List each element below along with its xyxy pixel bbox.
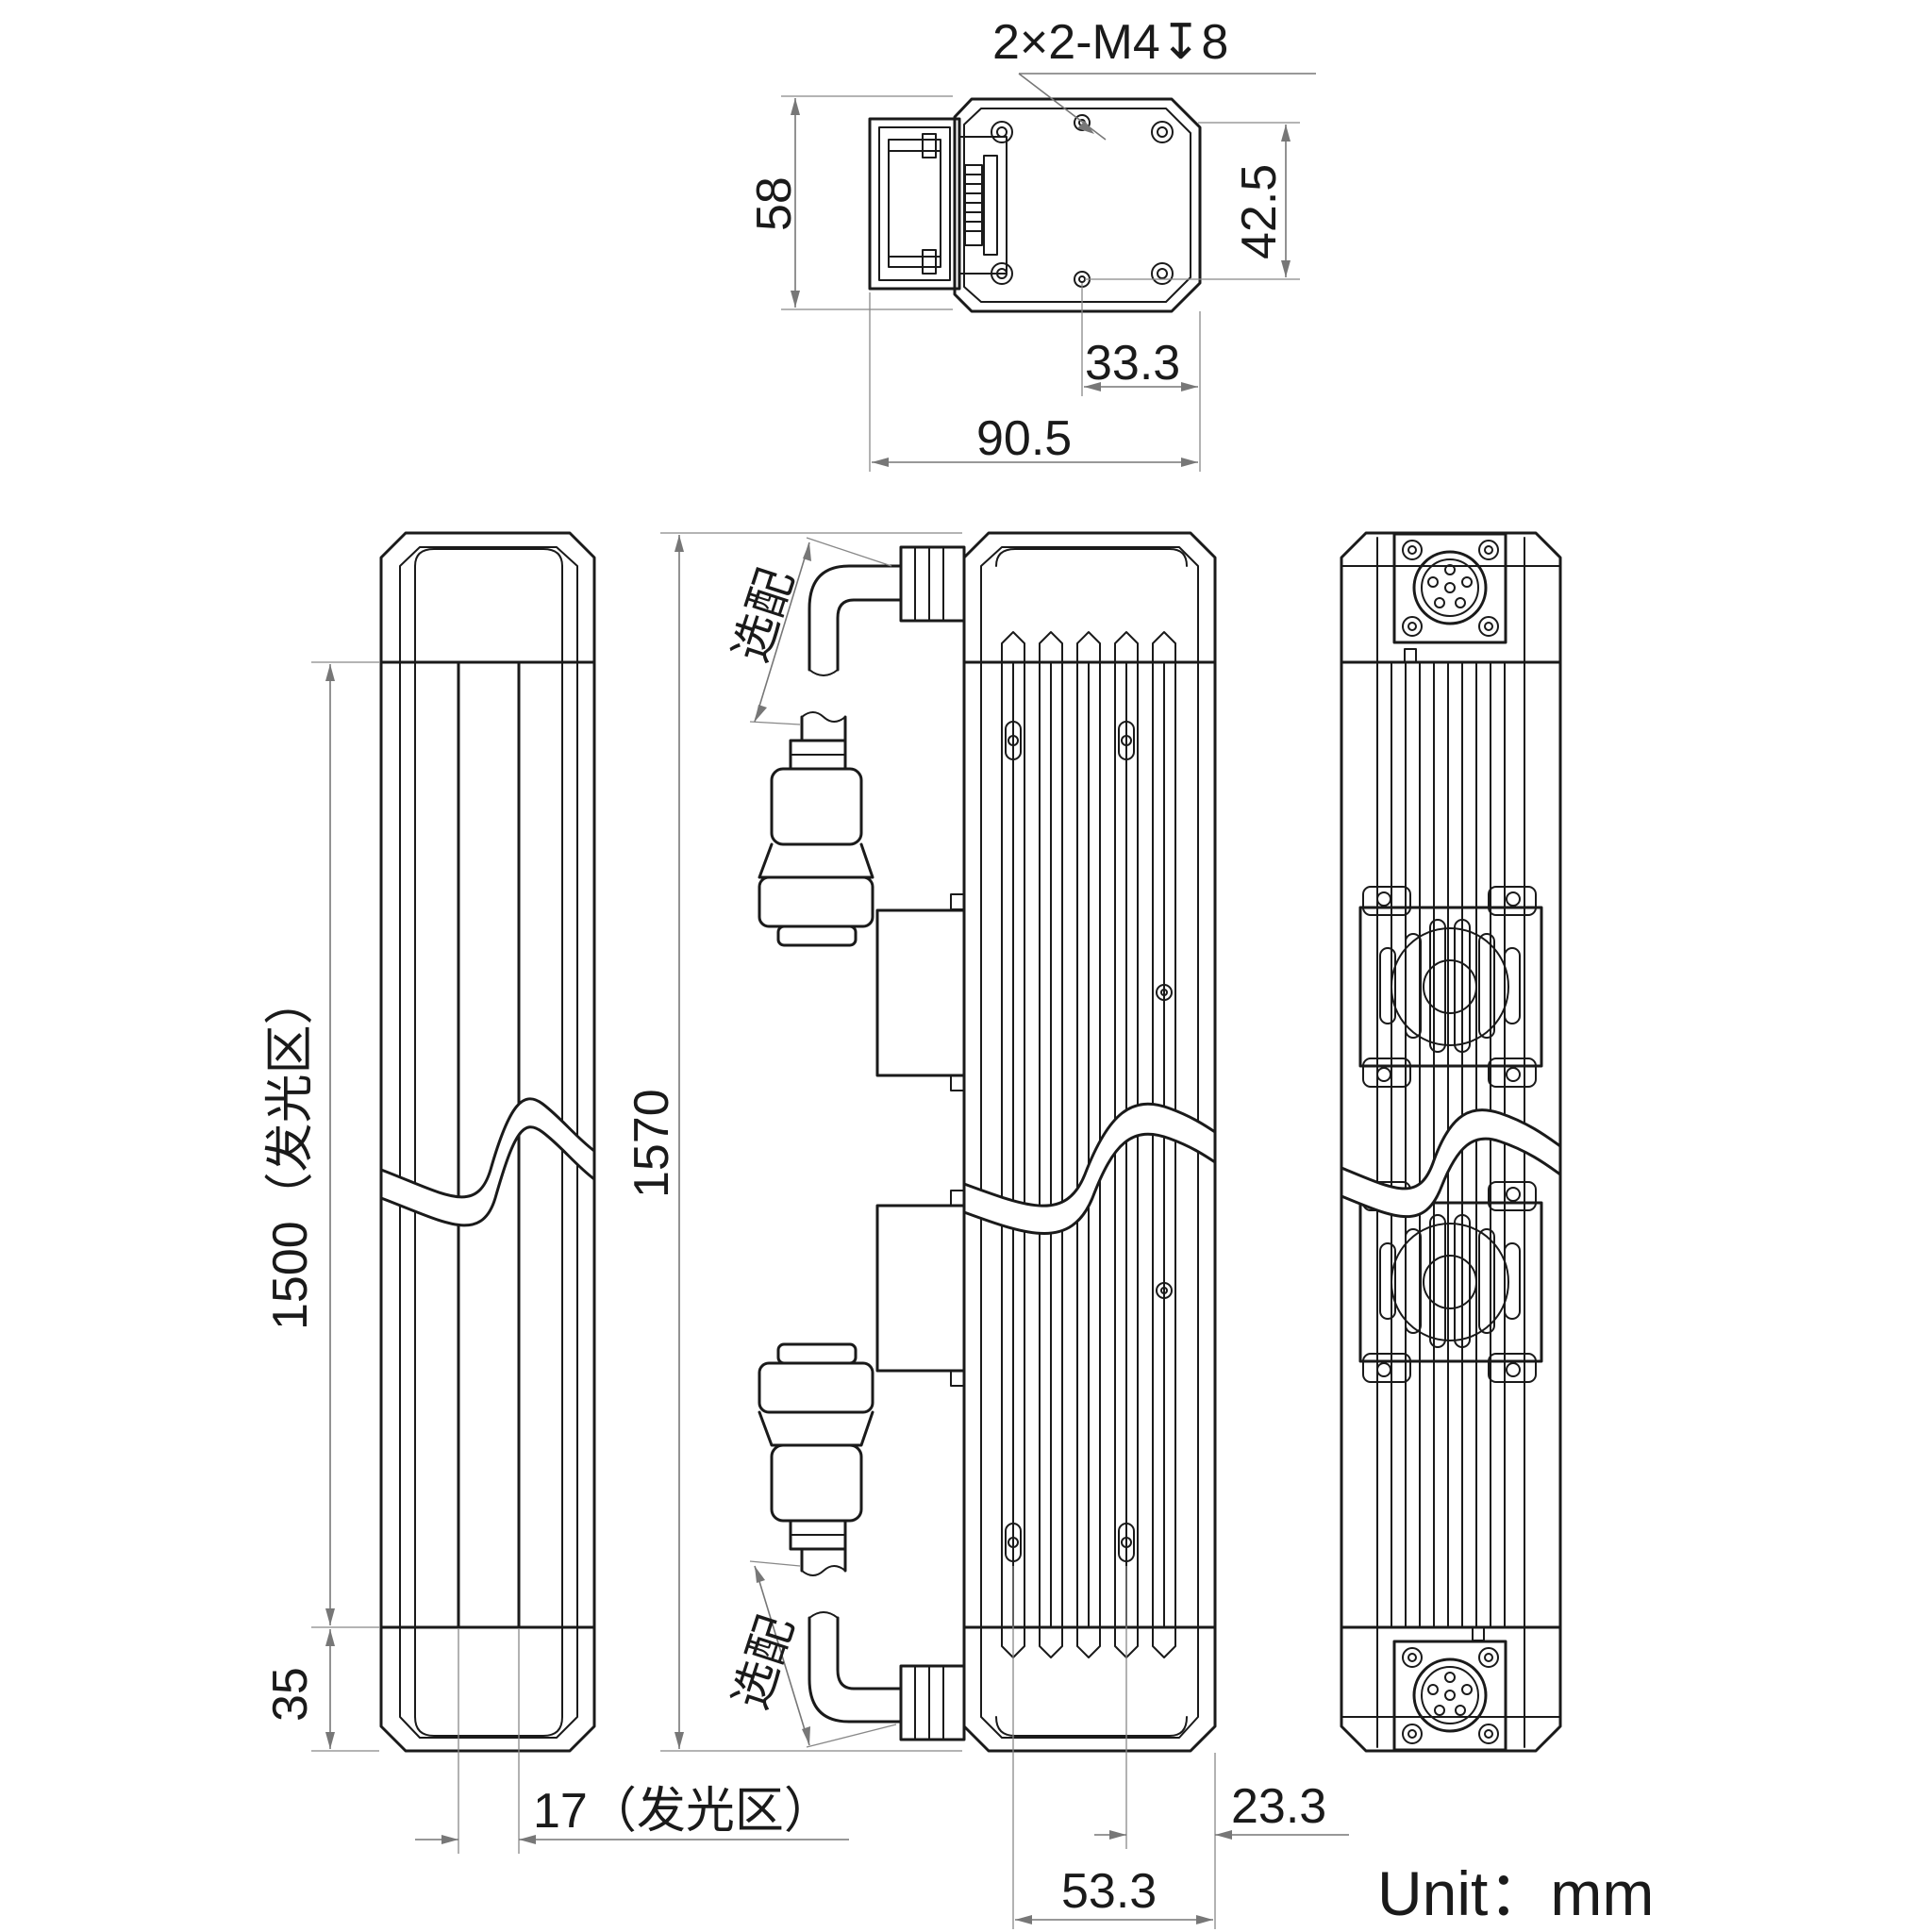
side-view-dimensions	[660, 532, 1349, 1929]
total-length-label: 1570	[625, 1089, 679, 1198]
unit-label: Unit：mm	[1377, 1858, 1654, 1928]
back-view	[1340, 531, 1562, 1753]
front-emitting-view	[379, 531, 596, 1753]
side-view	[758, 531, 1217, 1753]
offset-53-3-label: 53.3	[1061, 1864, 1157, 1919]
end-length-label: 35	[263, 1667, 318, 1722]
fan-icon	[1358, 886, 1543, 1088]
offset-23-3-label: 23.3	[1231, 1779, 1326, 1834]
top-view-dimensions	[781, 73, 1316, 472]
heat-sink-fins	[1001, 661, 1176, 1628]
emitting-width-label: 17（发光区）	[533, 1784, 833, 1839]
hole-offset-label: 33.3	[1085, 336, 1180, 391]
hole-pitch-label: 42.5	[1232, 164, 1287, 259]
screw-icon	[991, 114, 1174, 288]
aviation-connector-icon	[1392, 1640, 1507, 1752]
thread-callout-label: 2×2-M4↧8	[992, 15, 1228, 70]
emitting-length-label: 1500（发光区）	[263, 975, 318, 1330]
left-view-dimensions	[311, 661, 849, 1854]
height-58-label: 58	[747, 176, 802, 231]
cable-connector-top	[758, 545, 966, 947]
screw-icon	[1005, 721, 1173, 1562]
optional-label-bottom: 选配	[724, 1609, 803, 1715]
width-label: 90.5	[976, 411, 1072, 466]
top-end-view	[868, 97, 1202, 313]
optional-label-top: 选配	[724, 562, 803, 668]
cable-connector-bottom	[758, 1342, 966, 1741]
aviation-connector-icon	[1392, 532, 1507, 644]
